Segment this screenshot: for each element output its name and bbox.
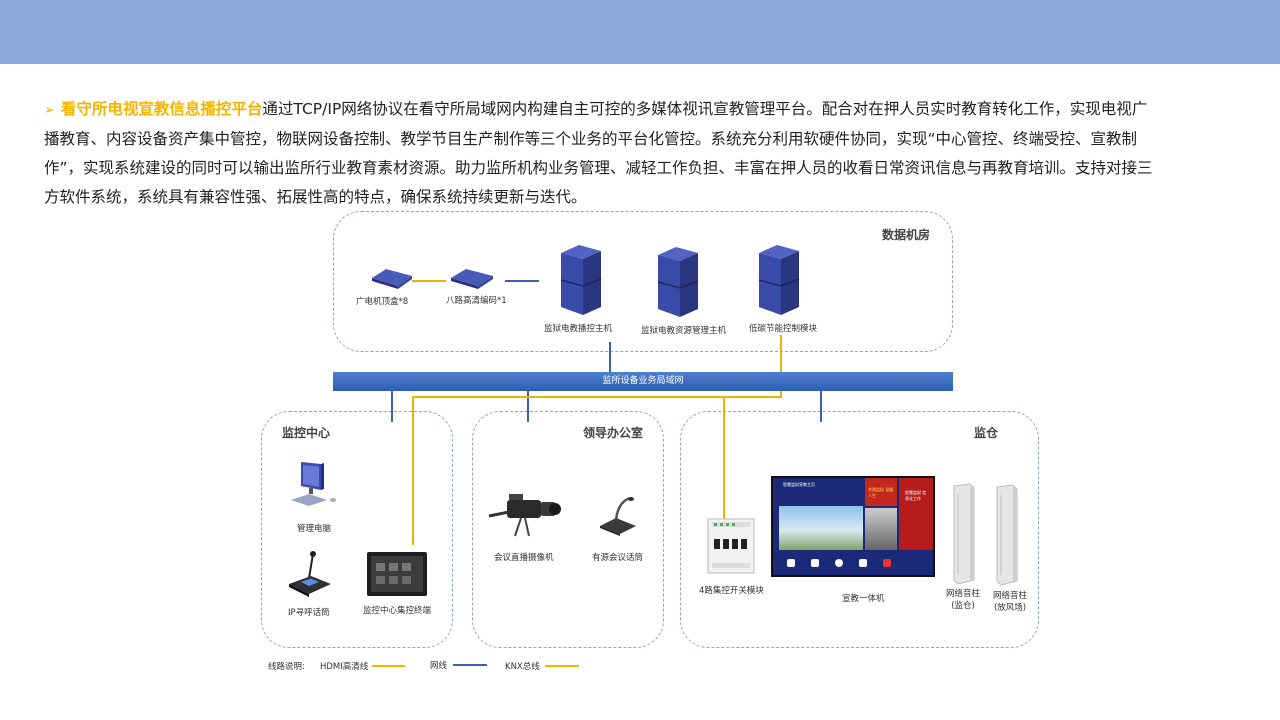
toolbar-icon [811,559,819,567]
display-red-panel: 共建监狱 温暖人生 [865,478,897,506]
control-terminal-icon [367,552,427,596]
knx-line [412,391,782,545]
toolbar-icon [787,559,795,567]
display-header-text: 智慧监狱宣教主页 [783,482,815,487]
device-label-broadcast-host: 监狱电教播控主机 [544,324,613,334]
display-photo-office [865,508,897,550]
zone-monitor-center [261,411,453,648]
microphone-icon [289,551,331,597]
legend-item-hdmi: HDMI高清线 [320,662,369,672]
toolbar-icon [835,559,843,567]
device-label-speaker-cell: 网络音柱 (监仓) [946,589,981,611]
server-icon [560,245,602,315]
device-label-conference-camera: 会议直播摄像机 [494,553,554,563]
encoder-icon [451,269,493,289]
gooseneck-mic-icon [600,496,636,536]
platform-name: 看守所电视宣教信息播控平台 [60,100,263,118]
zone-cell [680,411,1039,648]
device-label-energy-module: 低碳节能控制模块 [749,324,818,334]
intro-paragraph: ➢ 看守所电视宣教信息播控平台通过TCP/IP网络协议在看守所局域网内构建自主可控… [44,95,1154,212]
device-label-ip-mic: IP寻呼话筒 [288,608,330,618]
device-label-resource-host: 监狱电教资源管理主机 [641,326,727,336]
education-display: 智慧监狱宣教主页 共建监狱 温暖人生 智慧监狱 信息化工作 [771,476,935,577]
legend-swatch-hdmi [372,665,405,667]
toolbar-icon [859,559,867,567]
legend-title: 线路说明: [268,662,305,672]
video-camera-icon [488,494,561,537]
network-bar: 监所设备业务局域网 [333,372,953,391]
zone-title-leader-office: 领导办公室 [583,426,644,440]
header-banner [0,0,1280,64]
computer-icon [291,462,336,506]
display-photo-main [779,506,863,550]
server-icon [657,247,699,317]
legend-swatch-network [453,664,487,666]
device-label-conference-mic: 有源会议话筒 [592,553,644,563]
column-speaker-icon [953,483,975,585]
zone-title-cell: 监仓 [974,426,999,440]
device-label-management-pc: 管理电脑 [297,524,332,534]
device-label-set-top-box: 广电机顶盒*8 [356,297,409,307]
legend-item-network: 网线 [430,661,448,671]
display-side-panel: 智慧监狱 信息化工作 [899,478,933,550]
intro-text: 通过TCP/IP网络协议在看守所局域网内构建自主可控的多媒体视讯宣教管理平台。配… [44,100,1153,206]
device-label-encoder: 八路高清编码*1 [446,296,507,306]
zone-leader-office [472,411,664,648]
zone-title-monitor-center: 监控中心 [282,426,331,440]
column-speaker-icon [996,484,1018,586]
display-toolbar [779,554,899,572]
switch-module-icon [707,518,755,574]
arrow-bullet-icon: ➢ [44,103,55,118]
zone-data-room [333,211,953,352]
device-label-switch-module: 4路集控开关模块 [699,586,764,596]
toolbar-icon [883,559,891,567]
zone-title-data-room: 数据机房 [882,228,931,242]
device-label-speaker-yard: 网络音柱 (放风场) [993,591,1028,613]
device-label-control-terminal: 监控中心集控终端 [363,606,432,616]
legend-swatch-knx [545,665,579,667]
server-icon [758,245,800,315]
set-top-box-icon [372,269,412,289]
device-label-display: 宣教一体机 [842,594,885,604]
legend-item-knx: KNX总线 [505,662,540,672]
